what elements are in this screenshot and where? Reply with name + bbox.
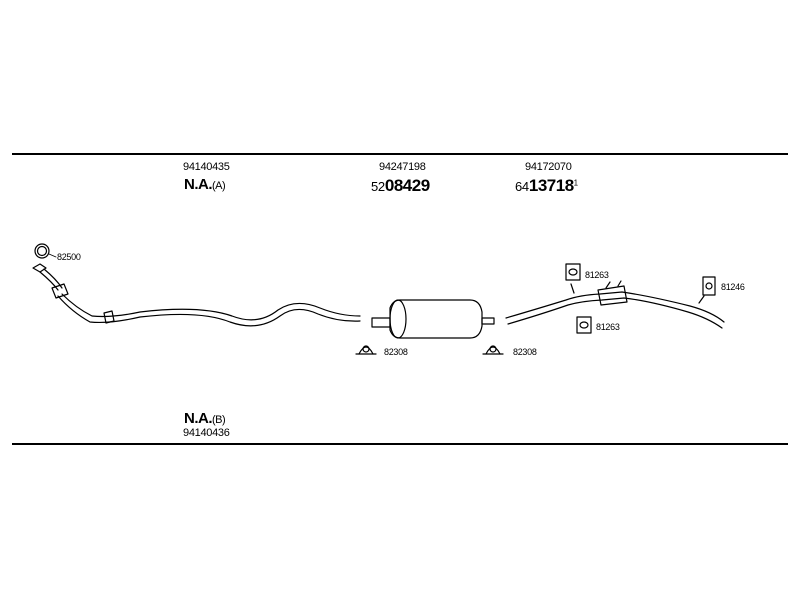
variant-b-variant: (B): [212, 414, 226, 426]
left-clamp-callout: 82308: [384, 347, 408, 357]
middle-silencer-code-main: 08429: [384, 176, 430, 195]
top-rubber-hanger: [565, 263, 581, 281]
rear-pipe-code-suffix: 1: [573, 178, 578, 188]
rear-pipe-code: 64137181: [515, 176, 578, 196]
front-gasket-ring: [34, 243, 57, 259]
middle-silencer-code-prefix: 52: [371, 179, 385, 194]
left-clamp: [355, 345, 377, 355]
right-clamp: [482, 345, 504, 355]
rear-rubber-hanger: [702, 276, 716, 296]
variant-b-part-number: 94140436: [183, 427, 230, 439]
front-pipe-code: N.A.(A): [184, 176, 226, 193]
front-ring-callout: 82500: [57, 252, 81, 262]
rear-pipe-code-prefix: 64: [515, 179, 529, 194]
top-hanger-callout: 81263: [585, 270, 609, 280]
rear-pipe-code-main: 13718: [528, 176, 574, 195]
bottom-divider-line: [12, 443, 788, 445]
front-pipe-variant: (A): [212, 180, 226, 192]
bottom-rubber-hanger: [576, 316, 592, 334]
rear-pipe: [505, 280, 725, 329]
bottom-hanger-callout: 81263: [596, 322, 620, 332]
middle-silencer-part-number: 94247198: [379, 161, 426, 173]
rear-hanger-callout: 81246: [721, 282, 745, 292]
variant-b-code: N.A.(B): [184, 410, 226, 427]
top-divider-line: [12, 153, 788, 155]
rear-pipe-part-number: 94172070: [525, 161, 572, 173]
variant-b-code-text: N.A.: [184, 410, 213, 427]
front-pipe-code-text: N.A.: [184, 176, 213, 193]
middle-silencer: [371, 299, 495, 339]
front-pipe: [32, 263, 361, 327]
right-clamp-callout: 82308: [513, 347, 537, 357]
front-pipe-part-number: 94140435: [183, 161, 230, 173]
middle-silencer-code: 5208429: [371, 176, 430, 196]
